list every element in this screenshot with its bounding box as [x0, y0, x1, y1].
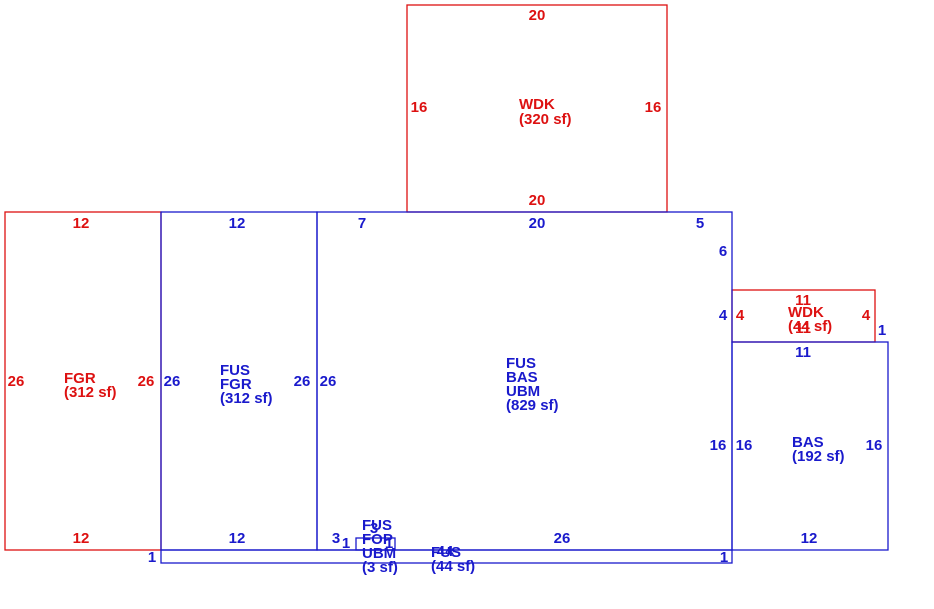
fus-strip-label: FUS (44 sf) [431, 544, 475, 575]
dim-label: 1 [878, 322, 886, 339]
wdk-top-label: WDK (320 sf) [519, 96, 572, 128]
bas-right-label: BAS (192 sf) [792, 434, 845, 465]
fus-small-outline [355, 537, 396, 551]
dim-label: 26 [320, 373, 337, 390]
dim-label: 20 [529, 192, 546, 209]
dim-label: 1 [342, 535, 350, 552]
dim-label: 26 [138, 373, 155, 390]
red-dimensions: 20 16 16 20 12 26 26 12 11 4 4 11 [8, 7, 871, 547]
dim-label: 5 [696, 215, 704, 232]
dim-label: 20 [529, 215, 546, 232]
dim-label: 11 [795, 292, 811, 309]
dim-label: 20 [529, 7, 546, 24]
dim-label: 1 [720, 549, 728, 566]
blue-dimensions: 12 26 26 12 7 20 5 6 4 26 16 26 3 1 3 1 … [148, 215, 886, 566]
dim-label: 7 [358, 215, 366, 232]
dim-label: 44 [437, 543, 454, 560]
wdk-right-label: WDK (44 sf) [788, 304, 832, 335]
dim-label: 1 [148, 549, 156, 566]
dim-label: 26 [554, 530, 571, 547]
dim-label: 12 [801, 530, 818, 547]
dim-label: 16 [736, 437, 753, 454]
dim-label: 16 [710, 437, 727, 454]
dim-label: 12 [229, 215, 246, 232]
fus-main-label: FUS BAS UBM (829 sf) [506, 355, 559, 414]
dim-label: 16 [645, 99, 662, 116]
dim-label: 4 [862, 307, 871, 324]
dim-label: 11 [795, 344, 811, 361]
dim-label: 26 [8, 373, 25, 390]
dim-label: 16 [411, 99, 428, 116]
dim-label: 6 [719, 243, 727, 260]
dim-label: 12 [73, 530, 90, 547]
bas-right-outline [731, 341, 889, 551]
dim-label: 11 [795, 320, 811, 337]
fgr-left-label: FGR (312 sf) [64, 370, 117, 401]
dim-label: 26 [294, 373, 311, 390]
dim-label: 1 [385, 535, 393, 552]
fus-strip-outline [160, 549, 733, 564]
dim-label: 3 [370, 520, 378, 537]
dim-label: 12 [229, 530, 246, 547]
blue-outlines [160, 211, 889, 564]
fus-small-label: FUS FOP UBM (3 sf) [362, 517, 400, 576]
dim-label: 3 [332, 530, 340, 547]
dim-label: 16 [866, 437, 883, 454]
red-outlines [4, 4, 876, 551]
dim-label: 26 [164, 373, 181, 390]
dim-label: 12 [73, 215, 90, 232]
dim-label: 4 [736, 307, 745, 324]
dim-label: 4 [719, 307, 728, 324]
fus-fgr-label: FUS FGR (312 sf) [220, 362, 273, 407]
